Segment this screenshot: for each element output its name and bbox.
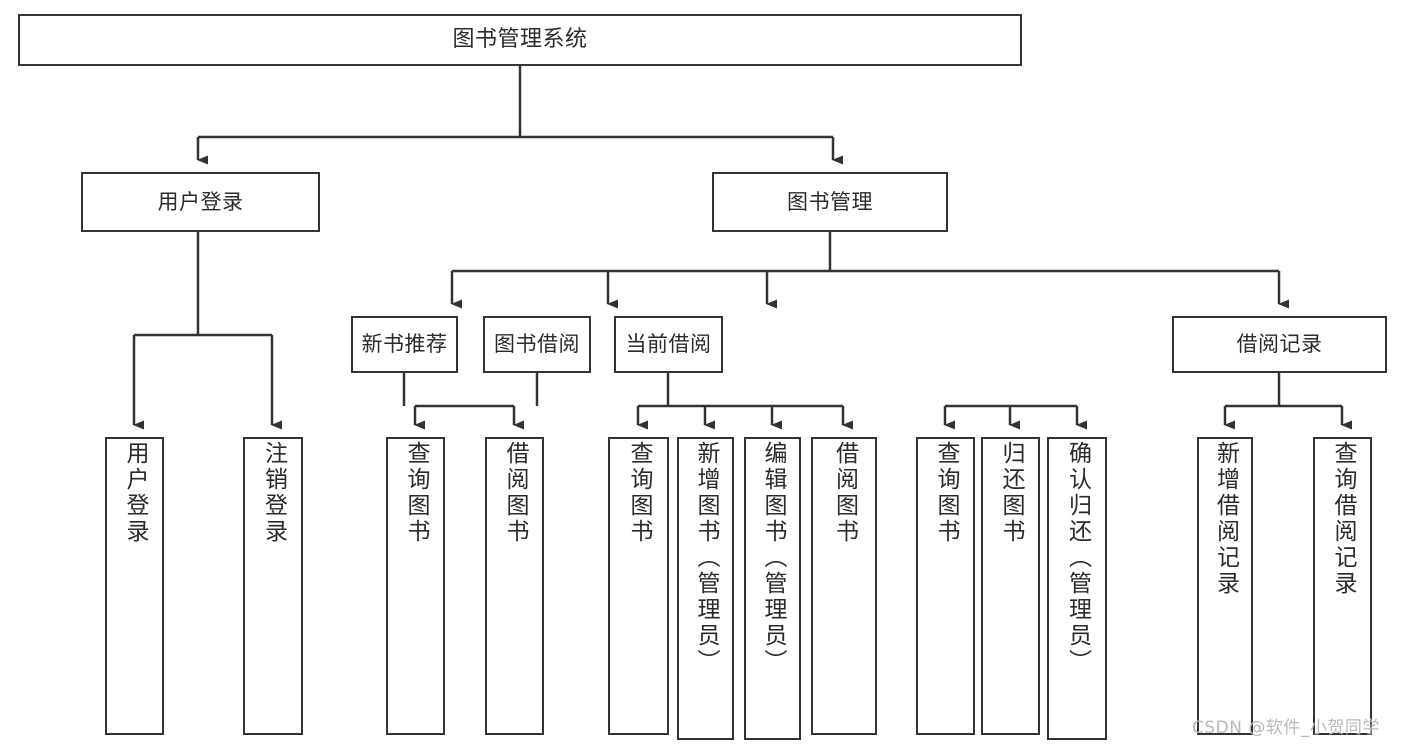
leaf-return-book-label: 归还图书 [998,441,1024,545]
leaf-borrow-book-recommend[interactable]: 借阅图书 [485,437,544,735]
leaf-query-book-borrow-label: 查询图书 [626,441,652,545]
leaf-add-borrow-record-label: 新增借阅记录 [1212,441,1239,597]
leaf-add-book-admin[interactable]: 新增图书（管理员） [677,437,734,740]
leaf-user-login-label: 用户登录 [122,441,148,545]
leaf-query-book-borrow[interactable]: 查询图书 [608,437,669,735]
leaf-query-borrow-record-label: 查询借阅记录 [1330,441,1356,597]
node-book-management[interactable]: 图书管理 [712,172,948,232]
node-book-management-label: 图书管理 [787,189,873,214]
leaf-confirm-return-admin[interactable]: 确认归还（管理员） [1047,437,1107,740]
node-borrow-record[interactable]: 借阅记录 [1172,316,1387,373]
leaf-query-book-current-label: 查询图书 [933,441,959,545]
leaf-borrow-book-label: 借阅图书 [831,441,858,545]
leaf-logout-login-label: 注销登录 [260,441,287,545]
leaf-return-book[interactable]: 归还图书 [981,437,1040,735]
leaf-add-book-admin-label: 新增图书（管理员） [693,441,719,675]
node-borrow-record-label: 借阅记录 [1236,332,1323,357]
leaf-query-borrow-record[interactable]: 查询借阅记录 [1313,437,1372,735]
node-current-borrow-label: 当前借阅 [625,332,712,357]
node-current-borrow[interactable]: 当前借阅 [614,316,723,373]
leaf-user-login[interactable]: 用户登录 [105,437,164,735]
leaf-confirm-return-admin-label: 确认归还（管理员） [1064,441,1091,675]
leaf-borrow-book[interactable]: 借阅图书 [811,437,877,735]
node-user-login-label: 用户登录 [157,189,244,214]
node-new-book-recommend[interactable]: 新书推荐 [351,316,458,373]
leaf-add-borrow-record[interactable]: 新增借阅记录 [1197,437,1253,735]
node-root[interactable]: 图书管理系统 [18,14,1022,66]
leaf-edit-book-admin-label: 编辑图书（管理员） [760,441,786,675]
node-user-login[interactable]: 用户登录 [81,172,320,232]
leaf-query-book-recommend-label: 查询图书 [403,441,429,545]
leaf-borrow-book-recommend-label: 借阅图书 [502,441,528,545]
node-new-book-recommend-label: 新书推荐 [361,332,448,357]
node-root-label: 图书管理系统 [452,27,588,53]
watermark: CSDN @软件_小贺同学 [1192,718,1380,738]
leaf-logout-login[interactable]: 注销登录 [243,437,303,735]
leaf-edit-book-admin[interactable]: 编辑图书（管理员） [744,437,801,740]
leaf-query-book-current[interactable]: 查询图书 [916,437,975,735]
node-book-borrow-label: 图书借阅 [494,332,580,357]
leaf-query-book-recommend[interactable]: 查询图书 [386,437,445,735]
node-book-borrow[interactable]: 图书借阅 [483,316,591,373]
